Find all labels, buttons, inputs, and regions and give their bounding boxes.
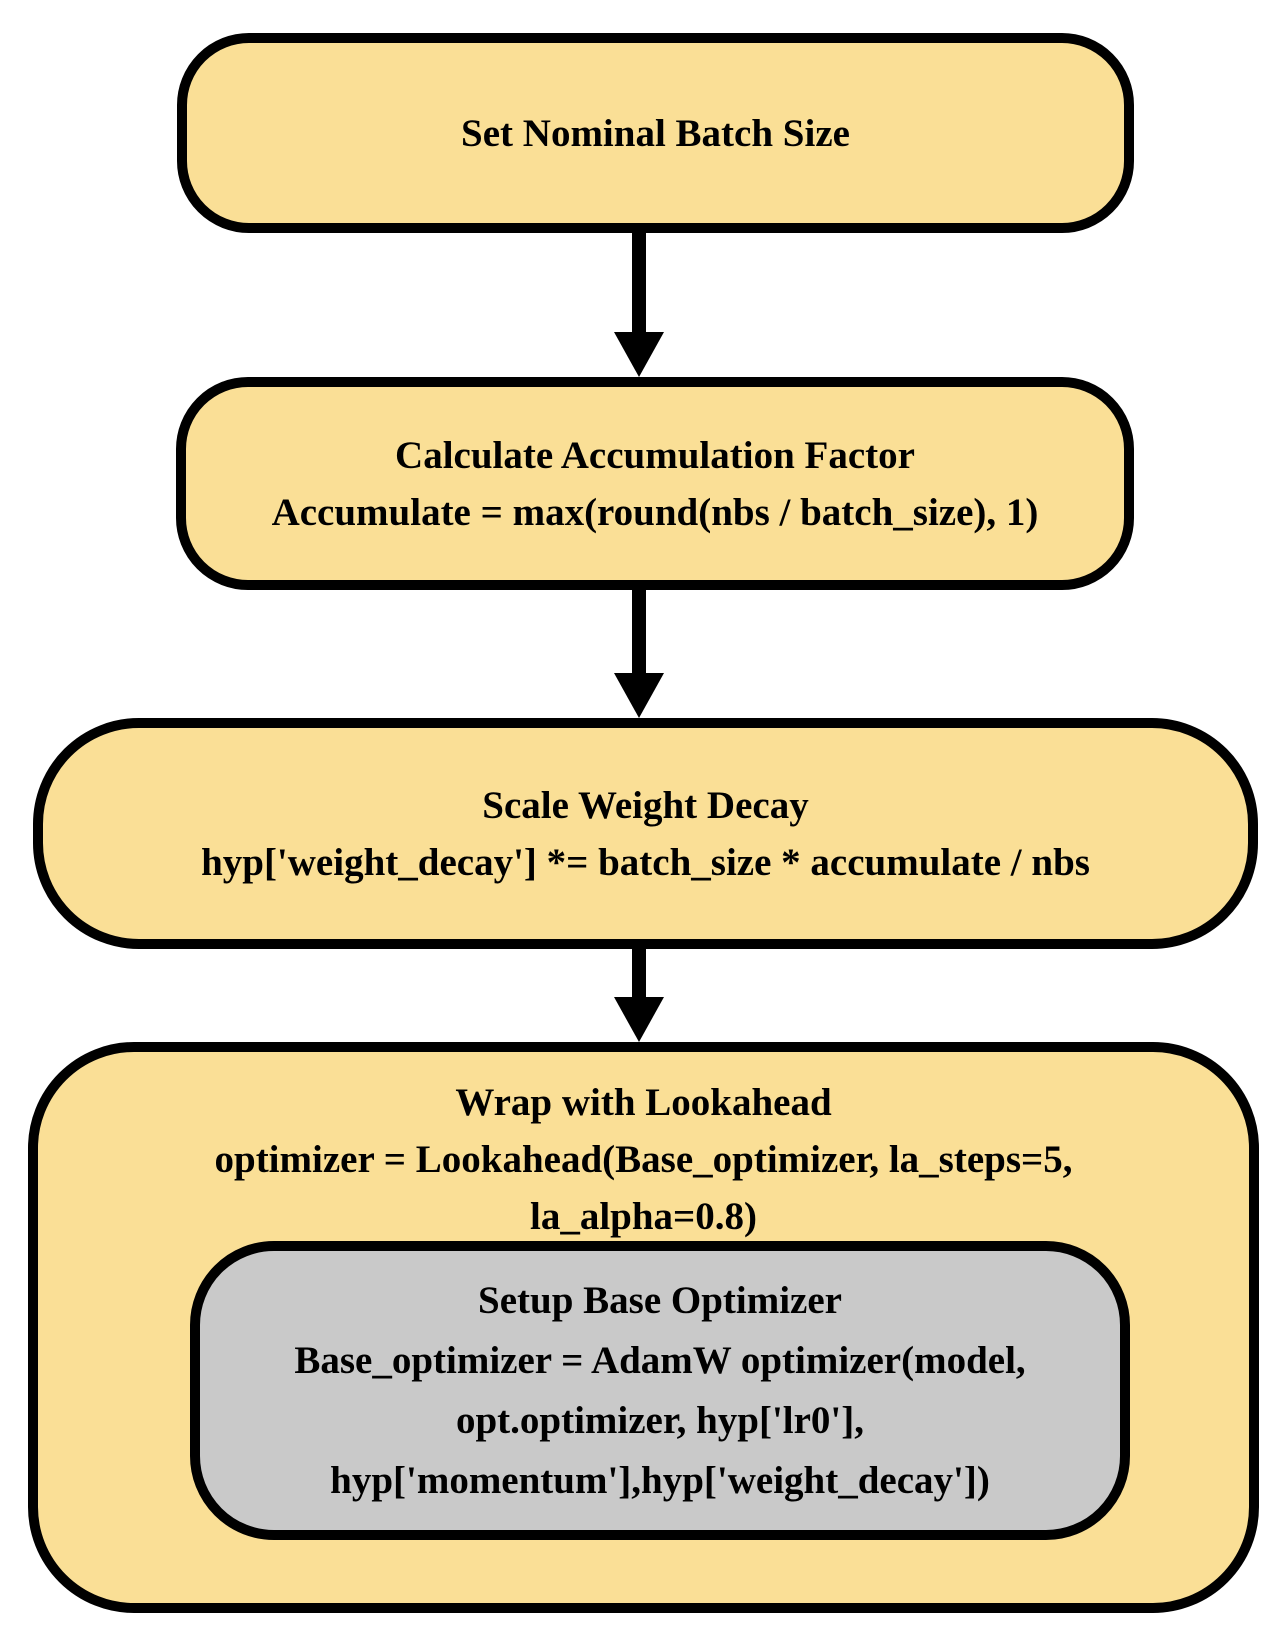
node-setup-base-optimizer: Setup Base Optimizer Base_optimizer = Ad… [190,1241,1130,1540]
down-arrow-1 [614,233,664,377]
node-set-nominal-batch-size: Set Nominal Batch Size [177,33,1134,233]
down-arrow-2 [614,590,664,718]
node-code: Base_optimizer = AdamW optimizer(model, [294,1338,1026,1382]
node-scale-weight-decay: Scale Weight Decay hyp['weight_decay'] *… [33,718,1258,949]
node-code: hyp['momentum'],hyp['weight_decay']) [330,1458,990,1502]
arrow-shaft [632,233,646,334]
node-code: optimizer = Lookahead(Base_optimizer, la… [214,1138,1073,1181]
node-code: hyp['weight_decay'] *= batch_size * accu… [201,840,1090,884]
node-code: la_alpha=0.8) [529,1195,757,1238]
node-title: Setup Base Optimizer [478,1278,842,1322]
node-title: Set Nominal Batch Size [461,111,850,155]
node-title: Scale Weight Decay [482,783,809,827]
arrow-head-down-icon [614,332,664,377]
node-wrap-with-lookahead: Wrap with Lookahead optimizer = Lookahea… [28,1042,1259,1613]
arrow-head-down-icon [614,997,664,1042]
node-code: Accumulate = max(round(nbs / batch_size)… [271,490,1039,534]
arrow-shaft [632,949,646,999]
arrow-shaft [632,590,646,675]
down-arrow-3 [614,949,664,1042]
node-title: Wrap with Lookahead [455,1081,832,1124]
node-code: opt.optimizer, hyp['lr0'], [455,1398,865,1442]
node-calculate-accumulation-factor: Calculate Accumulation Factor Accumulate… [176,377,1134,590]
node-title: Calculate Accumulation Factor [395,433,915,477]
arrow-head-down-icon [614,673,664,718]
